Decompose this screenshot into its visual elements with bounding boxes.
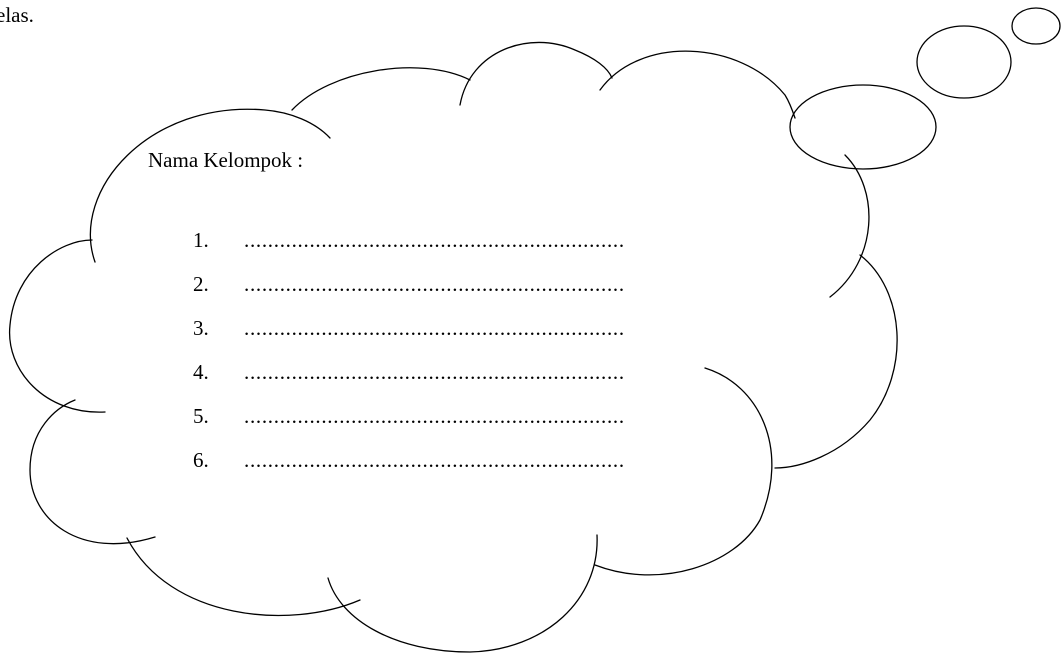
cloud-arc-bottom-1	[327, 534, 598, 653]
member-number: 3.	[193, 316, 209, 340]
member-blank-field[interactable]: ........................................…	[244, 272, 625, 296]
member-line-6: 6.......................................…	[193, 447, 678, 473]
member-blank-field[interactable]: ........................................…	[244, 404, 625, 428]
cloud-arc-top-2	[459, 41, 613, 106]
cloud-arc-left-lower	[29, 399, 156, 545]
cloud-arc-inner-right	[594, 367, 773, 576]
previous-text-fragment: elas.	[0, 3, 34, 27]
cloud-arc-bottom-2	[126, 537, 361, 617]
cloud-arc-top-3	[599, 50, 796, 119]
member-number: 2.	[193, 272, 209, 296]
member-blank-field[interactable]: ........................................…	[244, 448, 625, 472]
member-line-1: 1.......................................…	[193, 227, 678, 253]
member-line-3: 3.......................................…	[193, 315, 678, 341]
thought-bubble-medium	[916, 25, 1012, 99]
thought-bubble-large	[789, 84, 937, 170]
cloud-arc-top-left	[89, 108, 331, 263]
cloud-arc-left-upper	[8, 239, 106, 413]
member-line-4: 4.......................................…	[193, 359, 678, 385]
member-blank-field[interactable]: ........................................…	[244, 316, 625, 340]
thought-bubble-small	[1011, 7, 1061, 45]
member-line-2: 2.......................................…	[193, 271, 678, 297]
cloud-arc-right-2	[774, 254, 898, 469]
member-number: 6.	[193, 448, 209, 472]
member-blank-field[interactable]: ........................................…	[244, 228, 625, 252]
member-number: 4.	[193, 360, 209, 384]
cloud-arc-top-1	[291, 67, 471, 111]
member-line-5: 5.......................................…	[193, 403, 678, 429]
member-number: 1.	[193, 228, 209, 252]
member-number: 5.	[193, 404, 209, 428]
member-blank-field[interactable]: ........................................…	[244, 360, 625, 384]
member-list: 1.......................................…	[193, 227, 678, 491]
group-name-label: Nama Kelompok :	[148, 148, 304, 172]
cloud-arc-right-1	[829, 154, 870, 298]
